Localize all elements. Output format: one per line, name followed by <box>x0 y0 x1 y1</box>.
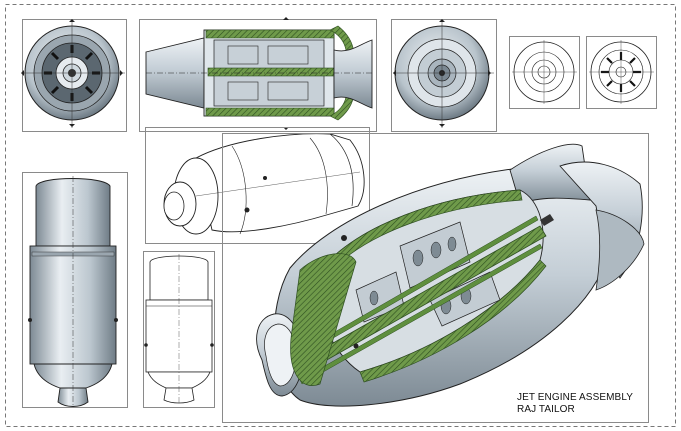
front-end-view <box>21 19 127 132</box>
rear-end-view <box>391 19 497 132</box>
rear-wireframe-view <box>586 36 657 109</box>
side-section-view <box>139 17 377 132</box>
left-elevation-view <box>22 172 128 408</box>
isometric-wireframe-view <box>145 127 370 244</box>
drawing-title: JET ENGINE ASSEMBLY <box>517 392 634 403</box>
right-elevation-view <box>143 251 215 408</box>
drawing-author: RAJ TAILOR <box>517 404 575 415</box>
front-wireframe-view <box>509 36 580 109</box>
title-block: JET ENGINE ASSEMBLY RAJ TAILOR <box>517 392 633 416</box>
isometric-section-view <box>222 133 649 423</box>
